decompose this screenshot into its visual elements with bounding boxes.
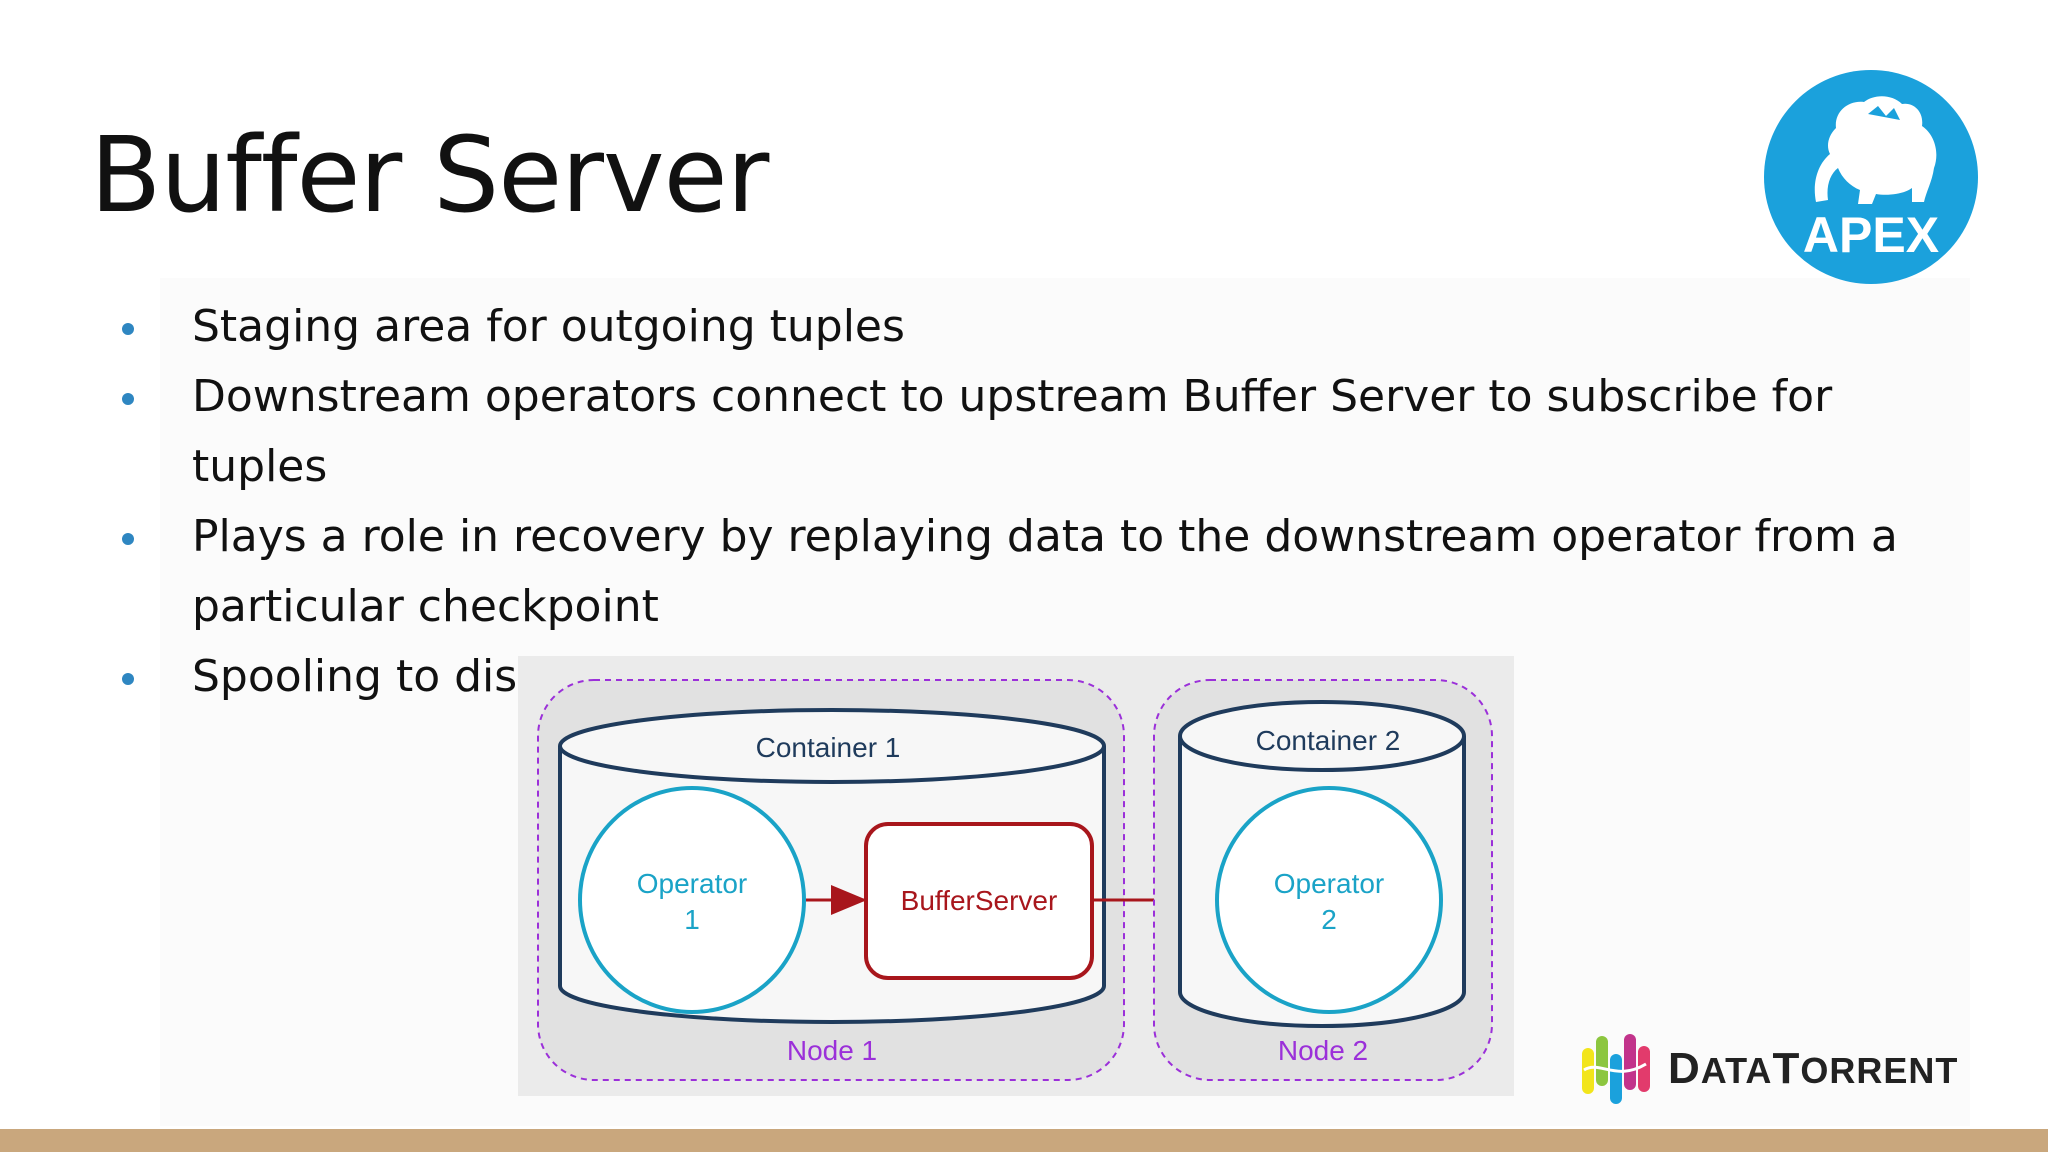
node-2-label: Node 2 bbox=[1278, 1035, 1368, 1066]
bullet-item: Downstream operators connect to upstream… bbox=[110, 362, 1930, 502]
bullet-text: Plays a role in recovery by replaying da… bbox=[192, 511, 1898, 562]
bullet-dot-icon bbox=[122, 673, 134, 685]
operator-1-circle bbox=[578, 786, 806, 1014]
bullet-list: Staging area for outgoing tuples Downstr… bbox=[110, 292, 1930, 712]
datatorrent-letter-t: T bbox=[1772, 1044, 1801, 1093]
gorilla-icon bbox=[1814, 96, 1937, 204]
bullet-dot-icon bbox=[122, 533, 134, 545]
datatorrent-part-ata: ATA bbox=[1700, 1050, 1773, 1091]
container-1-label: Container 1 bbox=[756, 732, 901, 763]
datatorrent-wordmark: DATATORRENT bbox=[1668, 1044, 1958, 1094]
container-2-label: Container 2 bbox=[1256, 725, 1401, 756]
bullet-dot-icon bbox=[122, 323, 134, 335]
bullet-item: Staging area for outgoing tuples bbox=[110, 292, 1930, 362]
bullet-text: Staging area for outgoing tuples bbox=[192, 301, 905, 352]
bullet-item: Plays a role in recovery by replaying da… bbox=[110, 502, 1930, 572]
datatorrent-letter-d: D bbox=[1668, 1044, 1701, 1093]
operator-1-label: Operator bbox=[637, 868, 748, 899]
bullet-dot-icon bbox=[122, 393, 134, 405]
operator-2-label: Operator bbox=[1274, 868, 1385, 899]
datatorrent-mark-icon bbox=[1582, 1034, 1650, 1104]
bullet-text: Downstream operators connect to upstream… bbox=[192, 371, 1833, 492]
buffer-server-diagram: Container 1 Operator 1 BufferServer Node… bbox=[518, 656, 1514, 1096]
datatorrent-part-orrent: ORRENT bbox=[1800, 1050, 1959, 1091]
node-1-label: Node 1 bbox=[787, 1035, 877, 1066]
slide-title: Buffer Server bbox=[90, 114, 769, 236]
container-2-top bbox=[1178, 700, 1466, 772]
apex-logo-text: APEX bbox=[1803, 207, 1939, 263]
bullet-continuation: particular checkpoint bbox=[110, 572, 1930, 642]
bullet-text: particular checkpoint bbox=[192, 581, 659, 632]
operator-2-circle bbox=[1215, 786, 1443, 1014]
container-1-top bbox=[558, 708, 1106, 784]
operator-1-number: 1 bbox=[684, 904, 700, 935]
operator-2-number: 2 bbox=[1321, 904, 1337, 935]
datatorrent-logo: DATATORRENT bbox=[1580, 1030, 1980, 1110]
apex-logo: APEX bbox=[1764, 70, 1978, 284]
footer-bar bbox=[0, 1129, 2048, 1152]
buffer-server-label: BufferServer bbox=[901, 885, 1058, 916]
